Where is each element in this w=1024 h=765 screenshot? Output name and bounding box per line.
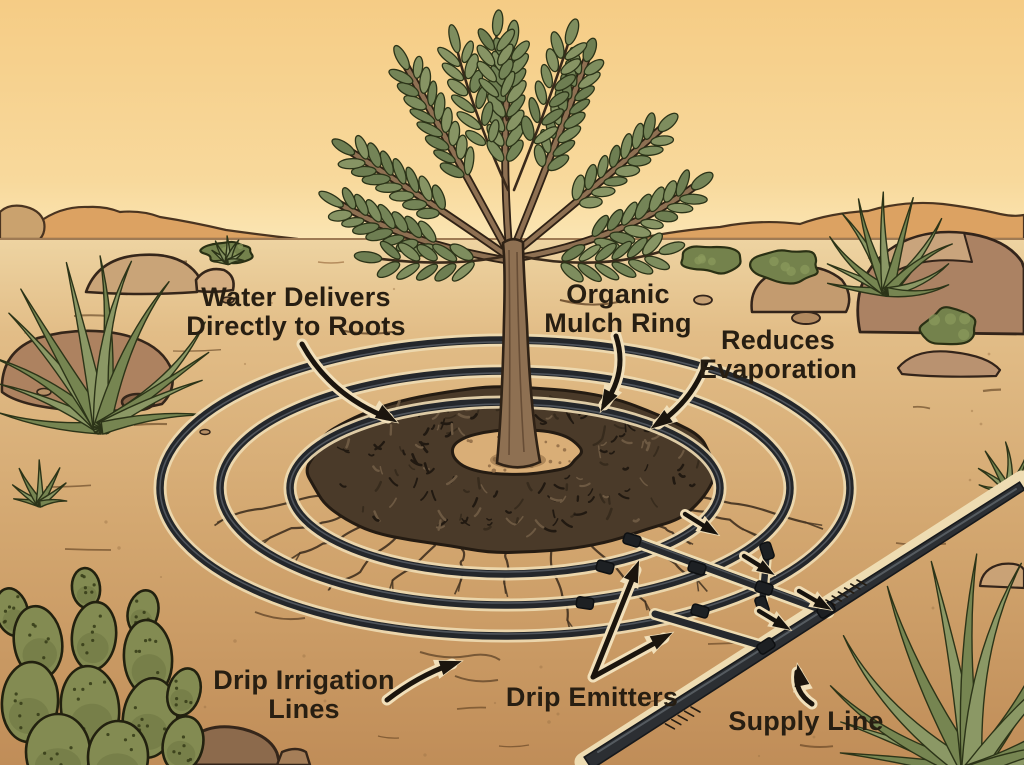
prickly-pear-cactus	[0, 566, 205, 765]
label-line: Supply Line	[728, 706, 884, 736]
label-line: Drip Irrigation	[213, 665, 395, 695]
label-line: Mulch Ring	[544, 307, 692, 338]
label-organic-mulch-ring: Organic Mulch Ring	[544, 280, 691, 338]
label-arrows	[296, 330, 818, 710]
manifold-header-upper	[628, 536, 832, 616]
label-line: Evaporation	[698, 353, 858, 384]
label-line: Drip Emitters	[505, 682, 679, 712]
mountains	[0, 201, 1024, 241]
label-line: Lines	[268, 693, 340, 724]
label-line: Reduces	[721, 325, 835, 355]
tree-foliage	[318, 9, 714, 283]
label-drip-irrigation-lines: Drip Irrigation Lines	[213, 666, 395, 724]
label-water-to-roots: Water Delivers Directly to Roots	[186, 283, 405, 341]
water-flow-arrows	[680, 509, 834, 632]
tree-trunk	[495, 237, 542, 469]
manifold-and-supply-line	[574, 470, 1024, 765]
desert-bushes	[199, 240, 977, 346]
tree	[318, 9, 714, 469]
drip-emitter-fittings	[575, 532, 836, 655]
tree-branches	[332, 28, 702, 264]
label-supply-line: Supply Line	[728, 707, 883, 736]
label-line: Directly to Roots	[186, 310, 406, 341]
label-line: Water Delivers	[201, 282, 391, 312]
label-reduces-evaporation: Reduces Evaporation	[699, 326, 857, 384]
yucca-foreground	[829, 553, 1024, 765]
manifold-header-lower	[651, 610, 770, 651]
label-drip-emitters: Drip Emitters	[506, 683, 678, 712]
label-line: Organic	[566, 279, 670, 309]
